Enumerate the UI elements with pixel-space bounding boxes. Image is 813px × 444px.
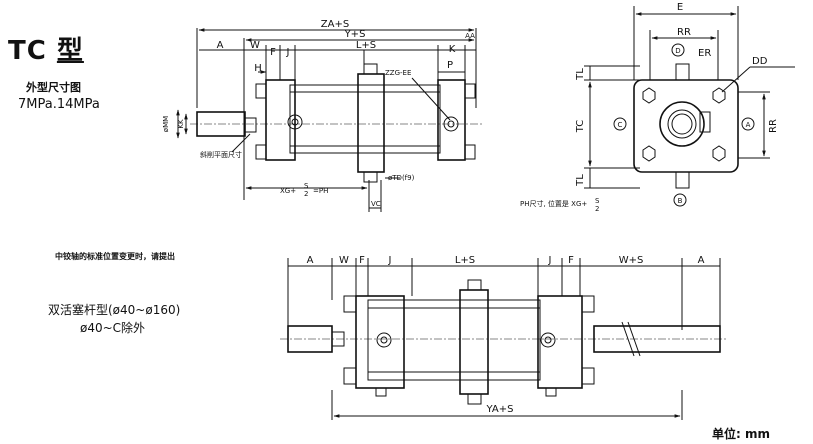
dim-kk: KK [177,119,185,129]
bottom-port-left [376,332,392,348]
dim-w: W [250,40,260,51]
dim-tl-bottom: TL [575,174,586,187]
title-model: TC [8,36,47,66]
double-rod-label: 双活塞杆型(ø40~ø160) [48,303,181,317]
trunnion-pin-top [363,63,378,75]
ph-note: PH尺寸, 位置是 XG+ [520,199,587,208]
trunnion-pin-bottom [363,171,378,183]
diagram-title: TC 型 [8,38,84,64]
double-rod-exception: ø40~C除外 [80,321,146,335]
trunnion-note: 中铰轴的标准位置变更时，请提出 [55,252,175,261]
dim-er: ER [698,48,711,59]
bottom-trunnion-block [459,289,489,395]
dim-y-s: Y+S [344,29,366,40]
rod-flat [243,117,257,133]
subtitle-outline: 外型尺寸图 [26,81,81,94]
tie-rod-nuts [255,83,476,160]
dim-l-s: L+S [356,40,376,51]
bottom-extension-lines [287,258,721,420]
dim-e: E [677,2,683,13]
dim-bottom-f-left: F [359,255,365,266]
trunnion-block [357,73,385,173]
unit-label: 单位: mm [712,427,770,441]
dim-xg-s: S [304,182,309,190]
dim-bottom-f-right: F [568,255,574,266]
trunnion-stub-bottom [675,171,690,189]
port-a: A [746,121,751,129]
dim-a: A [217,40,224,51]
end-view: E RR ER DD TL TC TL RR D [520,2,795,213]
dim-k: K [449,44,456,55]
side-port [699,111,711,133]
dim-mm: øMM [162,116,170,132]
subtitle-pressure: 7MPa.14MPa [18,97,100,112]
dim-bottom-j-right: J [548,255,552,266]
dim-p: P [447,60,453,71]
dim-rr-right: RR [768,119,779,133]
port-d: D [675,47,680,55]
top-extension-lines [196,28,477,212]
cylinder-tube [289,84,441,154]
dim-bottom-j-left: J [388,255,392,266]
dim-ph: =PH [313,187,328,195]
dim-xg: XG+ [280,187,296,195]
bottom-right-head [537,295,583,389]
bottom-tube [367,299,541,381]
dim-bottom-l-s: L+S [455,255,475,266]
bottom-tie-rod-nuts [343,295,595,397]
dim-f: F [270,47,276,58]
dim-zzg-ee: ZZG-EE [385,69,411,77]
port-c: C [618,121,623,129]
port-rod-end [287,114,303,130]
dim-rr-top: RR [677,27,691,38]
rod-section [671,113,693,135]
top-view: ZA+S Y+S AA A W F J L+S K H P ZZG-EE [162,19,482,212]
dim-j: J [286,47,290,58]
dim-dd: DD [752,56,768,67]
bottom-port-right [540,332,556,348]
dim-xg-2: 2 [304,190,308,198]
rod-end-head [265,79,296,161]
end-tie-rod-nuts [642,87,726,162]
dim-bottom-ya-s: YA+S [486,404,514,415]
dim-h: H [254,63,262,74]
dim-bottom-w-left: W [339,255,349,266]
ph-note-s: S [595,197,600,205]
trunnion-stub-top [675,63,690,81]
dim-tl-top: TL [575,68,586,81]
bottom-view: A W F J L+S J F W+S A YA+S [280,255,728,420]
port-b: B [678,197,683,205]
cap-end-head [437,79,466,161]
dim-tc: TC [575,120,586,134]
dim-vc: VC [371,200,381,208]
title-suffix: 型 [56,36,84,66]
bottom-left-head [355,295,405,389]
end-extension-lines [584,6,770,189]
dim-za-s: ZA+S [321,19,349,30]
ph-note-2: 2 [595,205,599,213]
rod-gland [659,101,705,147]
dim-td: øTD(f9) [388,174,415,182]
dim-bottom-a-left: A [307,255,314,266]
dim-bottom-w-s: W+S [619,255,644,266]
dim-aa: AA [465,32,475,40]
rod-flat-note: 斜削平面尺寸 [200,150,242,159]
dim-bottom-a-right: A [698,255,705,266]
